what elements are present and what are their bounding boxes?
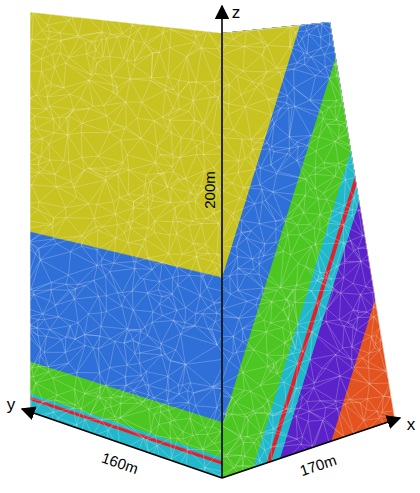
left-face [21,0,232,489]
face-edge [30,12,222,478]
rock-layer [30,400,222,478]
axes [22,6,400,478]
dimension-label: 160m [100,450,140,476]
mesh-lines [21,0,232,489]
x-axis [222,418,400,478]
axis-label: y [7,396,16,413]
mesh-lines [213,11,405,490]
axis-label: z [232,4,241,21]
dimension-label: 200m [202,171,217,209]
y-axis [22,409,222,478]
rock-layer [30,394,222,462]
dimension-label: 170m [298,452,338,478]
z-axis [221,6,223,478]
face-edge [222,22,395,478]
axis-label: x [407,416,416,433]
